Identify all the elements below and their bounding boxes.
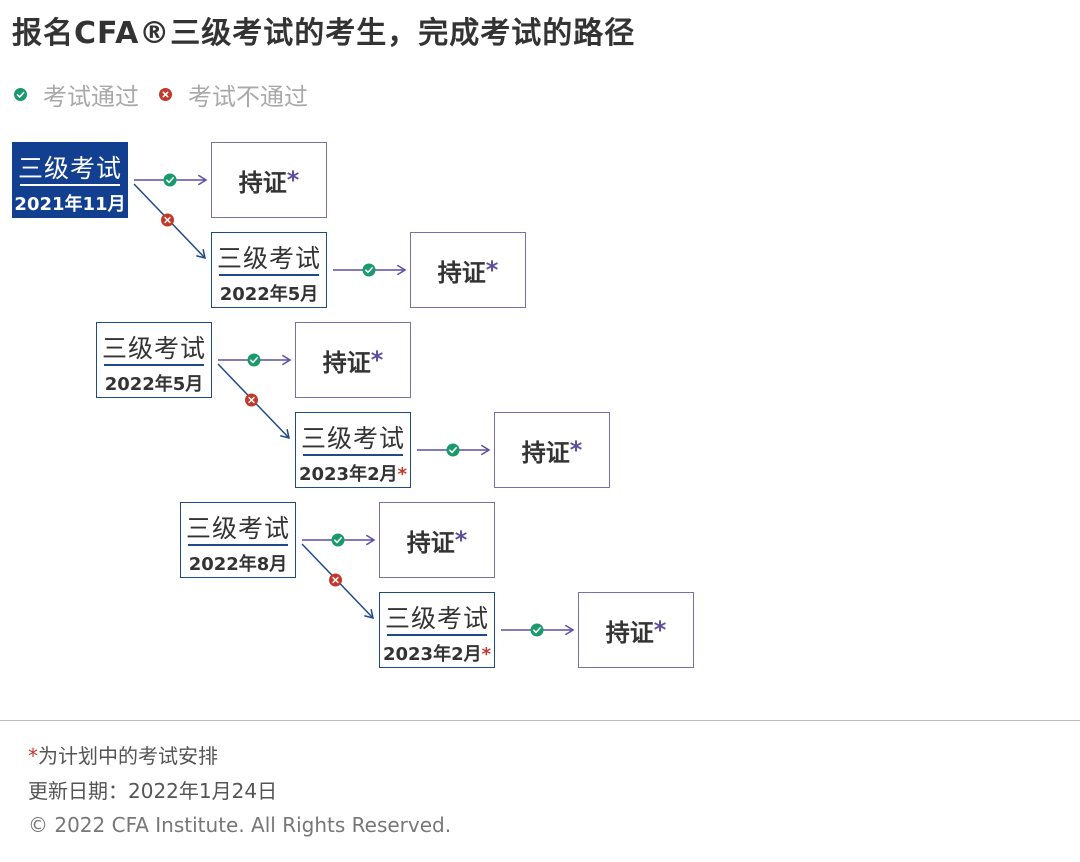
- fail-icon-1: [161, 213, 174, 227]
- footer-divider: [0, 720, 1080, 721]
- cert-label: 持证*: [296, 323, 410, 397]
- cert-text: 持证: [322, 348, 371, 377]
- cert-text: 持证: [238, 168, 287, 197]
- exam-name: 三级考试: [17, 154, 122, 183]
- cert-star: *: [370, 346, 384, 374]
- pass-icon-1: [163, 173, 177, 187]
- retake-box-1: 三级考试 2022年5月: [211, 232, 327, 308]
- page-title: 报名CFA®三级考试的考生，完成考试的路径: [12, 16, 636, 51]
- fail-icon-2: [245, 393, 258, 407]
- retake-pass-icon-2: [446, 443, 460, 457]
- copyright: © 2022 CFA Institute. All Rights Reserve…: [28, 813, 452, 837]
- exam-divider: [303, 454, 403, 456]
- exam-name: 三级考试: [185, 514, 290, 543]
- pass-check-icon: [14, 87, 27, 101]
- exam-name: 三级考试: [300, 424, 405, 453]
- cert-label: 持证*: [212, 143, 326, 217]
- legend-fail: 考试不通过: [159, 77, 308, 112]
- exam-date: 2022年8月: [181, 550, 295, 576]
- exam-box-2: 三级考试 2022年5月: [96, 322, 212, 398]
- cert-text: 持证: [406, 528, 455, 557]
- retake-pass-icon-1: [362, 263, 376, 277]
- retake-box-3: 三级考试 2023年2月*: [379, 592, 495, 668]
- exam-date: 2022年5月: [97, 370, 211, 396]
- retake-box-2: 三级考试 2023年2月*: [295, 412, 411, 488]
- exam-divider: [387, 634, 487, 636]
- exam-name: 三级考试: [101, 334, 206, 363]
- legend-pass: 考试通过: [14, 77, 139, 112]
- planned-star: *: [481, 644, 492, 665]
- cert-star: *: [286, 166, 300, 194]
- cert-star: *: [454, 526, 468, 554]
- exam-date-text: 2022年5月: [219, 284, 319, 305]
- exam-divider: [219, 274, 319, 276]
- flow-diagram: [133, 173, 575, 637]
- fail-icon-3: [329, 573, 342, 587]
- legend-pass-label: 考试通过: [43, 82, 139, 111]
- exam-box-3: 三级考试 2022年8月: [180, 502, 296, 578]
- cert-box-3: 持证*: [379, 502, 495, 578]
- exam-divider: [188, 544, 288, 546]
- cert-text: 持证: [437, 258, 486, 287]
- exam-name: 三级考试: [384, 604, 489, 633]
- pass-icon-3: [331, 533, 345, 547]
- cert-star: *: [485, 256, 499, 284]
- retake-cert-box-2: 持证*: [494, 412, 610, 488]
- exam-date: 2023年2月*: [380, 640, 494, 666]
- footnote: *为计划中的考试安排: [28, 740, 218, 769]
- exam-box-1: 三级考试 2021年11月: [12, 142, 128, 218]
- exam-divider: [104, 364, 204, 366]
- retake-pass-icon-3: [530, 623, 544, 637]
- pass-icon-2: [247, 353, 261, 367]
- cert-label: 持证*: [411, 233, 525, 307]
- cert-label: 持证*: [495, 413, 609, 487]
- cert-star: *: [569, 436, 583, 464]
- cert-box-2: 持证*: [295, 322, 411, 398]
- exam-name: 三级考试: [216, 244, 321, 273]
- exam-date-text: 2023年2月: [382, 644, 482, 665]
- legend: 考试通过 考试不通过: [14, 77, 328, 112]
- exam-date: 2022年5月: [212, 280, 326, 306]
- planned-star: *: [397, 464, 408, 485]
- cert-label: 持证*: [380, 503, 494, 577]
- exam-date-text: 2022年8月: [188, 554, 288, 575]
- retake-cert-box-3: 持证*: [578, 592, 694, 668]
- cert-text: 持证: [605, 618, 654, 647]
- legend-fail-label: 考试不通过: [188, 82, 308, 111]
- exam-date-text: 2021年11月: [14, 194, 126, 215]
- cert-text: 持证: [521, 438, 570, 467]
- footnote-star: *: [28, 744, 38, 768]
- cert-label: 持证*: [579, 593, 693, 667]
- exam-date-text: 2022年5月: [104, 374, 204, 395]
- exam-date: 2023年2月*: [296, 460, 410, 486]
- cert-star: *: [653, 616, 667, 644]
- fail-cross-icon: [159, 87, 172, 101]
- footnote-text: 为计划中的考试安排: [38, 744, 218, 768]
- cert-box-1: 持证*: [211, 142, 327, 218]
- update-date: 更新日期：2022年1月24日: [28, 779, 278, 803]
- retake-cert-box-1: 持证*: [410, 232, 526, 308]
- exam-date: 2021年11月: [13, 190, 127, 216]
- exam-date-text: 2023年2月: [298, 464, 398, 485]
- exam-divider: [20, 184, 120, 186]
